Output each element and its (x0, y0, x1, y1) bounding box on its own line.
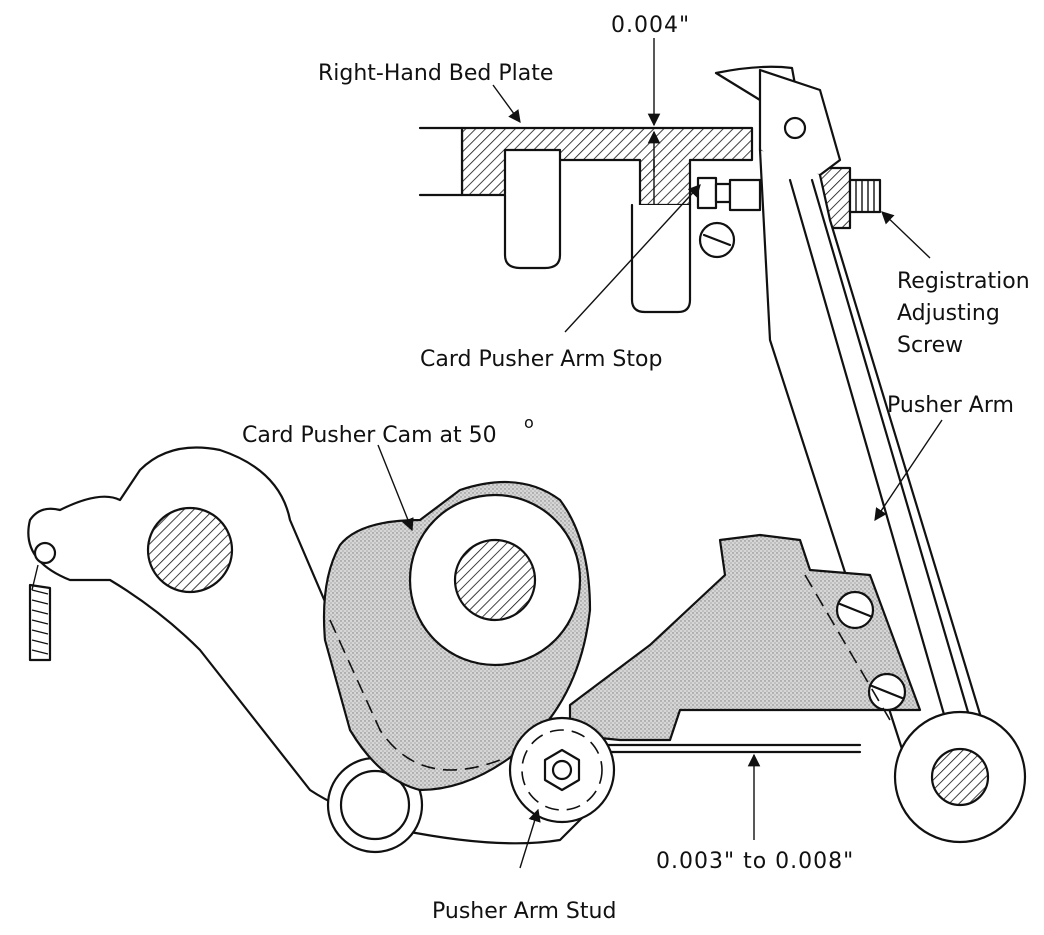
card-pusher-cam (322, 480, 592, 792)
stud-arrow (519, 808, 541, 869)
cam-arrow (377, 444, 414, 532)
arm-stop-arrow (564, 184, 701, 333)
pusher-arm (714, 65, 1027, 844)
cam-degree-symbol: o (524, 413, 534, 432)
screw-label-line2: Adjusting (897, 301, 1000, 326)
bed-plate-arrow (492, 84, 521, 124)
card-pusher-arm-stop (696, 176, 736, 259)
stud-label: Pusher Arm Stud (432, 899, 616, 924)
pusher-arm-arrow (874, 419, 943, 522)
pusher-block (568, 533, 922, 754)
cam-label: Card Pusher Cam at 50 (242, 423, 497, 448)
pusher-arm-label: Pusher Arm (887, 393, 1014, 418)
bed-plate-label: Right-Hand Bed Plate (318, 61, 553, 86)
arm-stop-label: Card Pusher Arm Stop (420, 347, 662, 372)
clearance-bottom-label: 0.003" to 0.008" (656, 849, 854, 874)
screw-arrow (881, 211, 931, 259)
screw-label-line3: Screw (897, 333, 963, 358)
pusher-arm-stud (508, 716, 616, 824)
clearance-top-label: 0.004" (611, 13, 690, 38)
screw-label-line1: Registration (897, 269, 1030, 294)
right-hand-bed-plate (418, 126, 754, 314)
